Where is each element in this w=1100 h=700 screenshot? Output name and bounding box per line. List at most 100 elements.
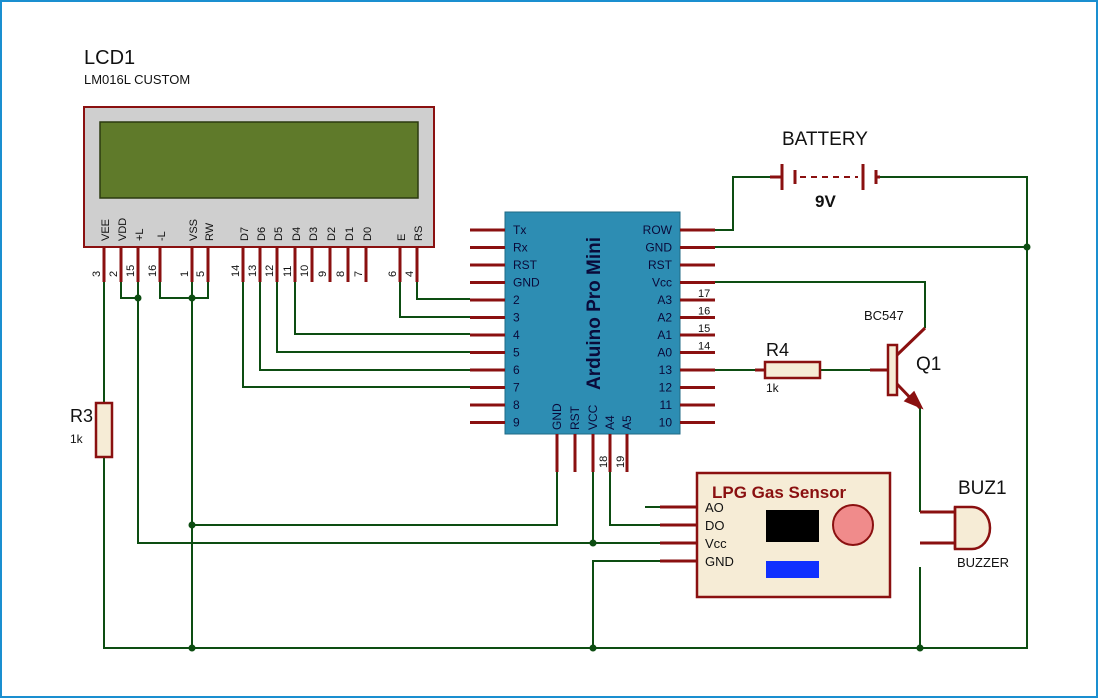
- arduino-right-pin-number: 14: [698, 341, 710, 353]
- arduino-right-pin-label: A0: [657, 346, 672, 360]
- arduino-bottom-pin-label: GND: [550, 403, 564, 430]
- r4-ref: R4: [766, 340, 789, 360]
- lcd-pin-name: VEE: [100, 219, 112, 241]
- arduino-bottom-pin-label: VCC: [586, 404, 600, 430]
- arduino-right-pin-number: 17: [698, 288, 710, 300]
- arduino-left-pin-label: 2: [513, 293, 520, 307]
- q1-ref: Q1: [916, 354, 941, 375]
- arduino-left-pin-label: 8: [513, 398, 520, 412]
- lcd-pin-number: 1: [179, 271, 191, 277]
- arduino-left-pin-label: 5: [513, 346, 520, 360]
- lcd-pin-name: RW: [204, 222, 216, 241]
- buzzer: BUZ1 BUZZER: [920, 478, 1009, 570]
- arduino-right-pin-label: 10: [659, 416, 673, 430]
- q1-model: BC547: [864, 308, 904, 323]
- lcd-module: LCD1 LM016L CUSTOM VEE3VDD2+L15-L16VSS1R…: [83, 47, 435, 282]
- arduino-title: Arduino Pro Mini: [584, 237, 605, 390]
- arduino-left-pin-label: 4: [513, 328, 520, 342]
- sensor-pin-label: DO: [705, 518, 725, 533]
- sensor-element-circle: [832, 504, 874, 546]
- resistor-r3: R3 1k: [70, 401, 114, 459]
- lcd-ref: LCD1: [84, 47, 135, 69]
- lcd-pin-name: VDD: [117, 218, 129, 241]
- arduino-right-pin-number: 16: [698, 306, 710, 318]
- lcd-pin-name: D6: [256, 227, 268, 241]
- lcd-pin-name: RS: [413, 226, 425, 241]
- lcd-pin-number: 15: [125, 265, 137, 277]
- arduino-left-pin-label: RST: [513, 258, 538, 272]
- lcd-pin-name: D4: [291, 227, 303, 241]
- r4-value: 1k: [766, 381, 780, 395]
- sensor-pin-label: Vcc: [705, 536, 727, 551]
- lcd-pin-number: 5: [195, 271, 207, 277]
- arduino-bottom-pin-label: A5: [620, 415, 634, 430]
- buzzer-ref: BUZ1: [958, 478, 1007, 499]
- lcd-pin-number: 6: [387, 271, 399, 277]
- battery: BATTERY 9V: [770, 129, 880, 211]
- sensor-blue-module: [766, 561, 819, 578]
- arduino-right-pin-label: A2: [657, 311, 672, 325]
- lcd-pin-number: 14: [230, 265, 242, 277]
- lcd-screen: [99, 121, 419, 199]
- battery-label: BATTERY: [782, 129, 868, 150]
- lcd-pins: VEE 3 VDD 2 +L 15 -L 16 VSS 1 RW 5 D7 14 D6 13 D5 12 D4 11 D…: [91, 218, 425, 282]
- lcd-pin-number: 3: [91, 271, 103, 277]
- arduino-left-pin-label: Tx: [513, 223, 526, 237]
- arduino-bottom-pin-number: 19: [615, 456, 627, 468]
- arduino-right-pin-label: A1: [657, 328, 672, 342]
- lcd-pin-name: D5: [273, 227, 285, 241]
- lcd-pin-name: D7: [239, 227, 251, 241]
- arduino-right-pin-label: 13: [659, 363, 673, 377]
- arduino-body: [504, 211, 681, 435]
- arduino-right-pin-label: Vcc: [652, 276, 672, 290]
- lcd-pin-number: 4: [404, 271, 416, 277]
- battery-voltage: 9V: [815, 192, 836, 211]
- arduino-right-pin-label: 11: [660, 398, 673, 412]
- arduino-left-pin-label: Rx: [513, 241, 528, 255]
- lcd-pin-number: 13: [247, 265, 259, 277]
- arduino-bottom-pin-number: 18: [598, 456, 610, 468]
- arduino-left-pin-label: GND: [513, 276, 540, 290]
- r3-ref: R3: [70, 406, 93, 426]
- resistor-r4: R4 1k: [755, 340, 822, 395]
- junction-dots: [134, 243, 1031, 652]
- arduino-right-pin-label: GND: [645, 241, 672, 255]
- arduino-right-pin-label: ROW: [643, 223, 673, 237]
- lcd-pin-name: D0: [362, 227, 374, 241]
- lcd-pin-name: -L: [156, 231, 168, 241]
- transistor-q1: BC547 Q1: [864, 308, 941, 410]
- lcd-pin-number: 8: [335, 271, 347, 277]
- sensor-black-module: [766, 510, 819, 542]
- lcd-pin-number: 9: [317, 271, 329, 277]
- arduino-right-pin-label: 12: [659, 381, 673, 395]
- r3-value: 1k: [70, 432, 84, 446]
- lcd-pin-number: 11: [282, 266, 294, 277]
- arduino-left-pin-label: 7: [513, 381, 520, 395]
- lcd-pin-number: 2: [108, 271, 120, 277]
- lcd-pin-name: D2: [326, 227, 338, 241]
- sensor-pin-label: GND: [705, 554, 734, 569]
- arduino-bottom-pin-label: RST: [568, 405, 582, 430]
- arduino-left-pin-label: 9: [513, 416, 520, 430]
- arduino-bottom-pin-label: A4: [603, 415, 617, 430]
- lcd-pin-number: 7: [353, 271, 365, 277]
- arduino-left-pin-label: 3: [513, 311, 520, 325]
- arduino-right-pin-label: A3: [657, 293, 672, 307]
- arduino-right-pin-label: RST: [648, 258, 673, 272]
- arduino-left-pin-label: 6: [513, 363, 520, 377]
- lcd-pin-name: +L: [134, 228, 146, 241]
- lcd-pin-number: 12: [264, 265, 276, 277]
- arduino-right-pin-number: 15: [698, 323, 710, 335]
- lcd-pin-number: 16: [147, 265, 159, 277]
- lcd-pin-name: D1: [344, 227, 356, 241]
- lcd-pin-number: 10: [299, 265, 311, 277]
- sensor-title: LPG Gas Sensor: [712, 483, 847, 502]
- lcd-pin-name: VSS: [188, 219, 200, 241]
- buzzer-label: BUZZER: [957, 555, 1009, 570]
